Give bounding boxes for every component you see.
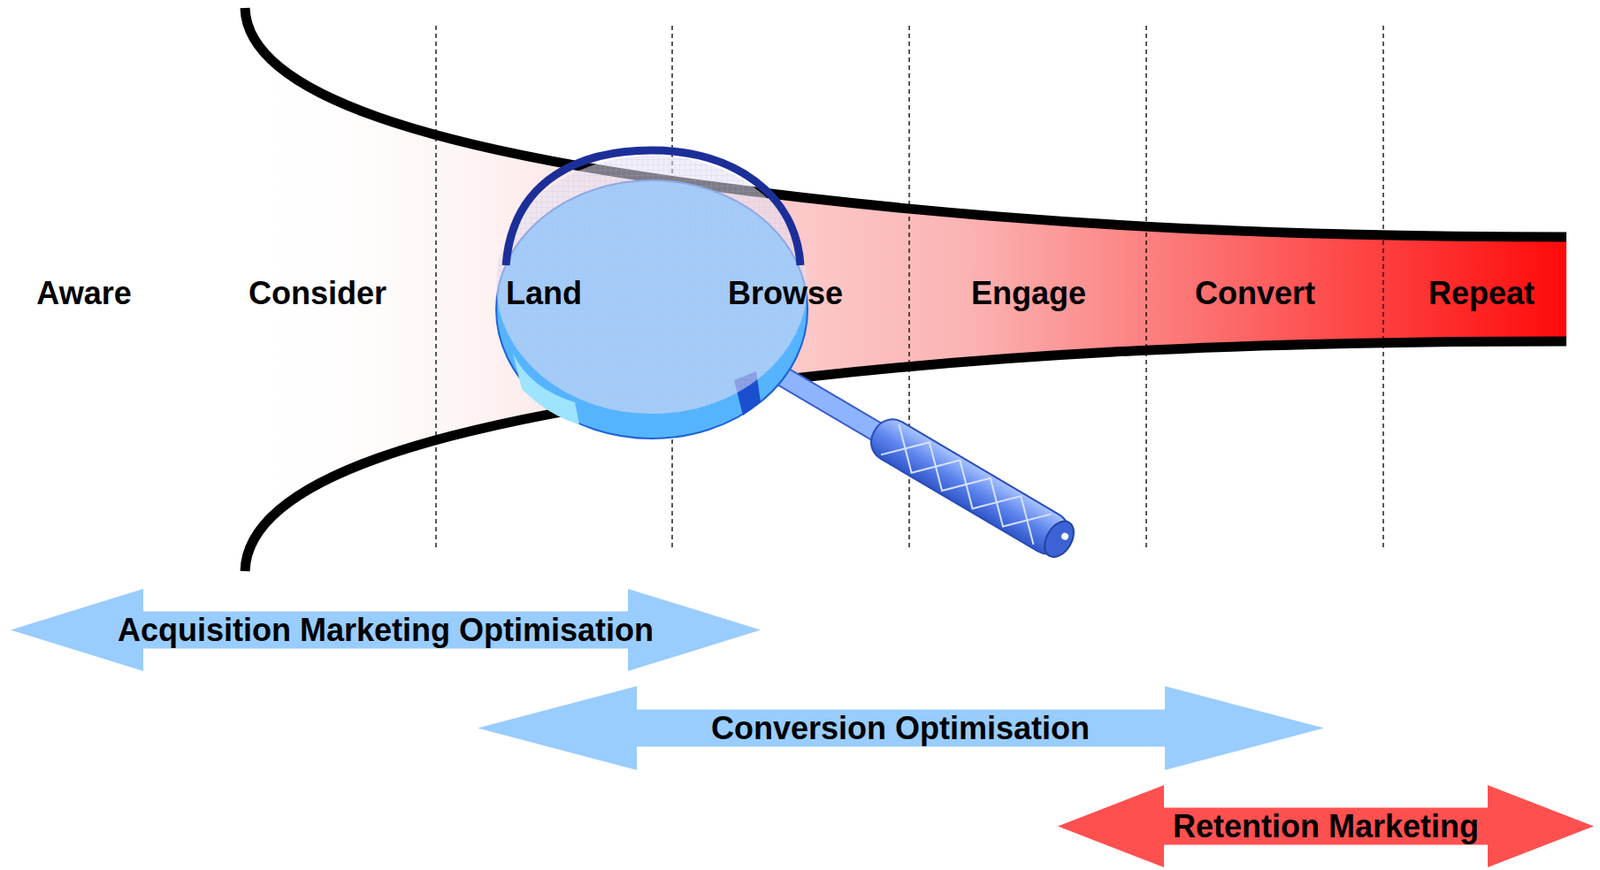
- double-arrow-band: Retention Marketing: [1057, 785, 1594, 868]
- arrow-label: Retention Marketing: [1057, 808, 1594, 846]
- stage-label: Browse: [727, 275, 843, 313]
- arrow-outline: [1057, 785, 1594, 868]
- stage-label: Aware: [36, 275, 131, 313]
- stage-label: Convert: [1194, 275, 1316, 313]
- double-arrow-band: Acquisition Marketing Optimisation: [10, 589, 761, 672]
- magnifying-glass: [496, 150, 1081, 565]
- stage-label: Land: [505, 275, 582, 313]
- arrow-outline: [477, 686, 1325, 771]
- stage-label: Consider: [248, 275, 387, 313]
- stage-label: Repeat: [1428, 275, 1535, 313]
- funnel-fill: [244, 7, 1567, 572]
- arrow-outline: [10, 589, 761, 672]
- double-arrow-band: Conversion Optimisation: [477, 686, 1325, 771]
- funnel-top-edge: [244, 7, 1567, 238]
- arrow-label: Acquisition Marketing Optimisation: [10, 612, 761, 650]
- arrow-label: Conversion Optimisation: [477, 710, 1325, 748]
- funnel-bottom-edge: [244, 341, 1567, 572]
- stage-label: Engage: [971, 275, 1087, 313]
